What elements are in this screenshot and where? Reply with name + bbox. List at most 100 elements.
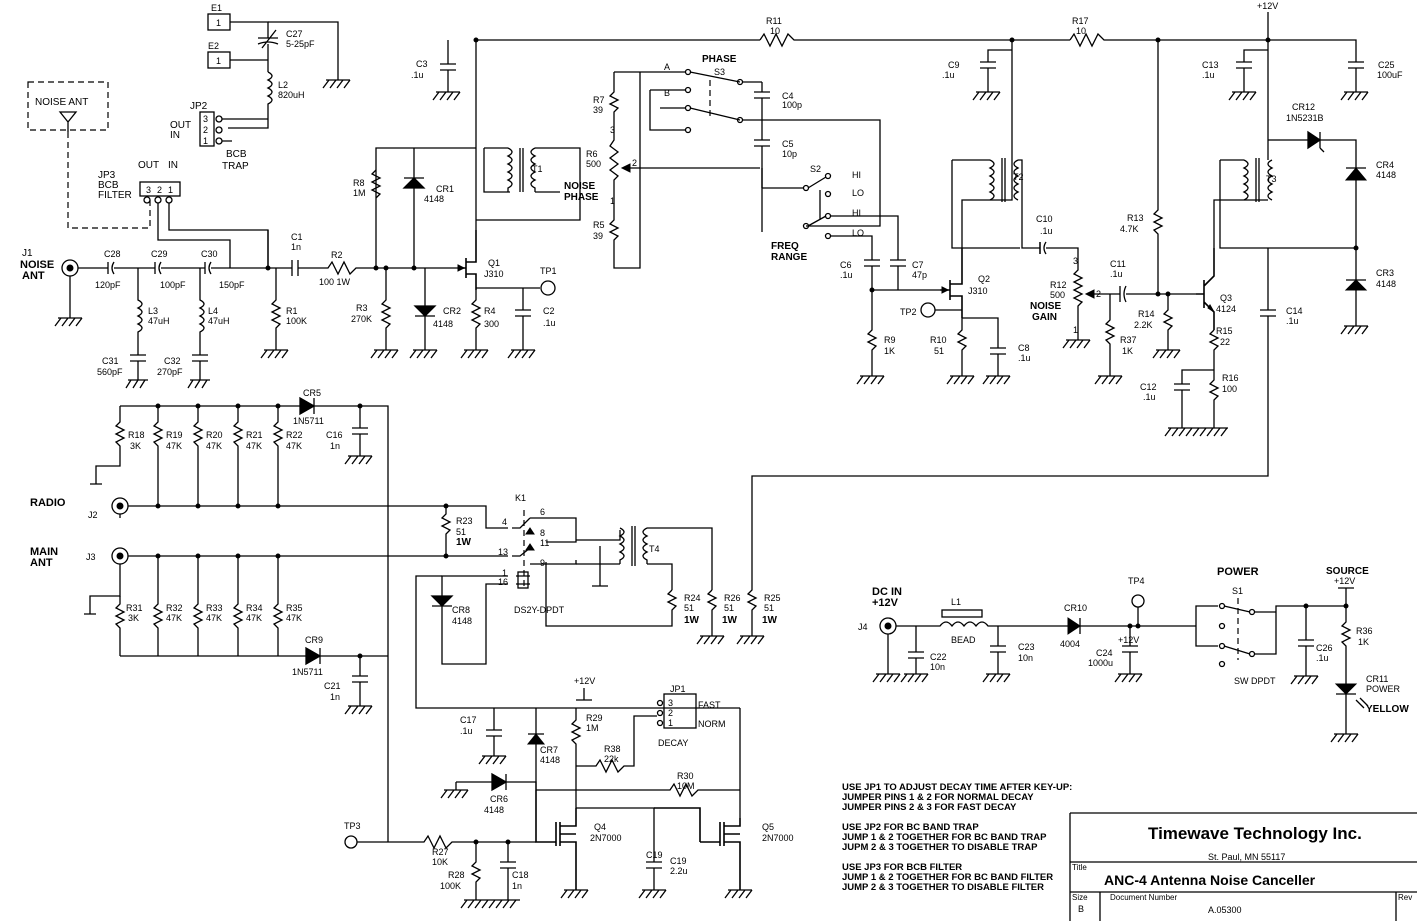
component-label: C27	[286, 29, 303, 39]
note-line: JUPM 2 & 3 TOGETHER TO DISABLE TRAP	[842, 842, 1038, 853]
component-label: .1u	[1018, 353, 1031, 363]
component-label: T3	[1266, 174, 1277, 184]
component-label: 10M	[677, 781, 695, 791]
component-label: 560pF	[97, 367, 123, 377]
component-label: +12V	[1118, 635, 1139, 645]
component-label: 1W	[456, 537, 472, 548]
component-label: 2	[632, 158, 637, 168]
component-label: R8	[353, 178, 365, 188]
component-label: JP2	[190, 101, 208, 112]
component-label: C29	[151, 249, 168, 259]
note-line: USE JP3 FOR BCB FILTER	[842, 862, 963, 873]
component-label: 270K	[351, 314, 372, 324]
component-label: 270pF	[157, 367, 183, 377]
component-label: NOISE	[564, 181, 595, 192]
component-label: C19	[646, 850, 663, 860]
component-label: 10K	[432, 857, 448, 867]
component-label: R11	[766, 16, 782, 26]
component-label: 500	[1050, 290, 1065, 300]
component-label: 1N5711	[293, 416, 324, 426]
component-label: R22	[286, 430, 303, 440]
component-label: 1n	[291, 242, 301, 252]
component-label: .1u	[1286, 316, 1299, 326]
component-label: C12	[1140, 382, 1157, 392]
component-label: 10	[1076, 26, 1086, 36]
component-label: DS2Y-DPDT	[514, 605, 565, 615]
component-label: 2N7000	[762, 833, 794, 843]
component-label: R37	[1120, 335, 1137, 345]
component-label: .1u	[840, 270, 853, 280]
component-label: 4148	[433, 319, 453, 329]
component-label: 10n	[1018, 653, 1033, 663]
component-label: 1	[203, 136, 208, 146]
component-label: C5	[782, 139, 794, 149]
component-label: Q2	[978, 274, 990, 284]
component-label: L2	[278, 80, 288, 90]
component-label: C25	[1378, 60, 1395, 70]
component-label: 3K	[128, 613, 139, 623]
component-label: R27	[432, 847, 449, 857]
component-label: 820uH	[278, 90, 305, 100]
component-label: 1K	[1358, 637, 1369, 647]
component-label: 300	[484, 319, 499, 329]
component-label: 1	[610, 196, 615, 206]
component-label: C13	[1202, 60, 1219, 70]
jp3-header	[139, 181, 181, 197]
component-label: R28	[448, 870, 465, 880]
component-label: RADIO	[30, 497, 66, 509]
component-label: 4148	[1376, 279, 1396, 289]
component-label: 47K	[246, 613, 262, 623]
component-label: R17	[1072, 16, 1089, 26]
component-label: .1u	[460, 726, 473, 736]
component-label: 39	[593, 105, 603, 115]
component-label: TRAP	[222, 161, 249, 172]
component-label: CR6	[490, 794, 508, 804]
component-label: .1u	[1110, 269, 1123, 279]
component-label: R12	[1050, 280, 1067, 290]
component-label: R13	[1127, 213, 1144, 223]
component-label: 10	[770, 26, 780, 36]
component-label: Q4	[594, 822, 606, 832]
component-label: R16	[1222, 373, 1239, 383]
component-label: R25	[764, 593, 781, 603]
component-label: 1	[502, 568, 507, 578]
component-label: 47uH	[208, 316, 230, 326]
component-label: 1n	[330, 441, 340, 451]
component-label: CR10	[1064, 603, 1087, 613]
component-label: C6	[840, 260, 852, 270]
component-label: K1	[515, 493, 526, 503]
component-label: 1	[1073, 325, 1078, 335]
note-line: JUMP 1 & 2 TOGETHER FOR BC BAND TRAP	[842, 832, 1047, 843]
component-label: 8	[540, 528, 545, 538]
component-label: IN	[168, 160, 178, 171]
component-label: NOISE	[1030, 301, 1061, 312]
component-label: 47K	[166, 441, 182, 451]
component-label: .1u	[1316, 653, 1329, 663]
component-label: C16	[326, 430, 343, 440]
component-label: .1u	[1202, 70, 1215, 80]
component-label: 100K	[440, 881, 461, 891]
size-label: Size	[1072, 893, 1088, 902]
component-label: FILTER	[98, 190, 132, 201]
component-label: R6	[586, 149, 598, 159]
component-label: J1	[22, 248, 33, 259]
component-label: L1	[951, 597, 961, 607]
component-label: CR7	[540, 745, 558, 755]
component-label: R21	[246, 430, 263, 440]
component-label: 2N7000	[590, 833, 622, 843]
component-label: R32	[166, 603, 183, 613]
component-label: 47uH	[148, 316, 170, 326]
component-label: R2	[331, 250, 343, 260]
component-label: 2.2K	[1134, 320, 1153, 330]
component-label: S3	[714, 67, 725, 77]
component-label: C2	[543, 306, 555, 316]
component-label: R24	[684, 593, 701, 603]
component-label: JP1	[670, 684, 686, 694]
component-label: J310	[968, 286, 988, 296]
component-label: 47K	[206, 441, 222, 451]
component-label: +12V	[872, 597, 899, 609]
component-label: B	[664, 88, 670, 98]
component-label: 47K	[246, 441, 262, 451]
noise-ant-box	[27, 81, 109, 131]
